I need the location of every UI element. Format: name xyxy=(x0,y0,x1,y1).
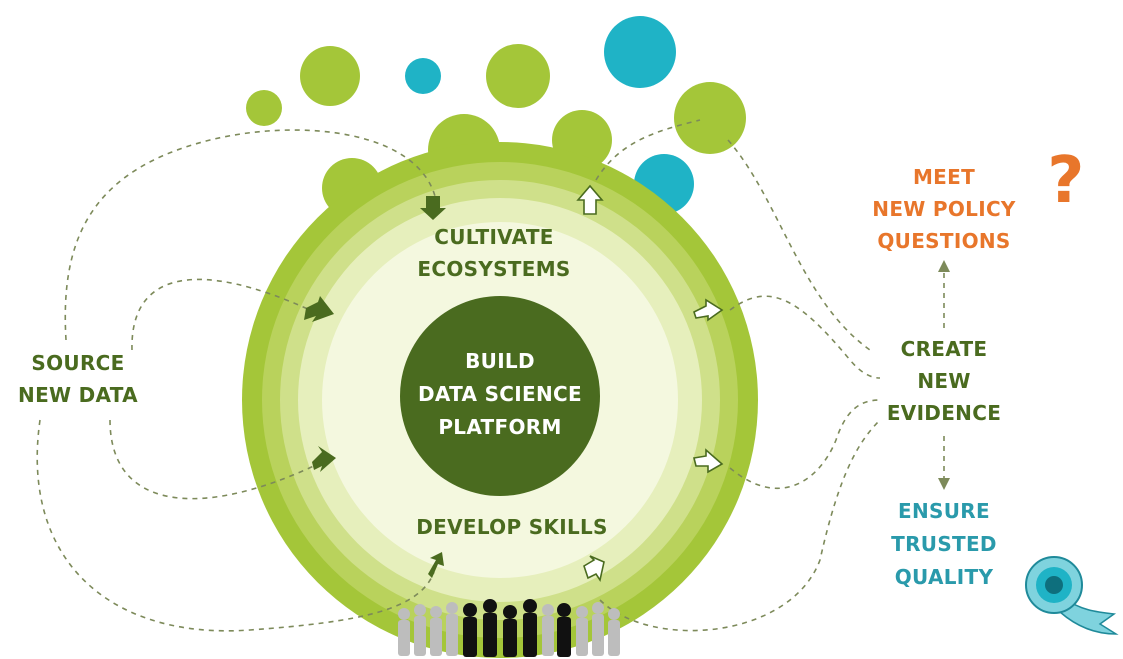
path-source-to-ring-lower xyxy=(109,419,319,500)
bubble xyxy=(405,58,441,94)
bubble xyxy=(246,90,282,126)
path-skills-to-evidence xyxy=(599,419,881,632)
bubble xyxy=(486,44,550,108)
cultivate-label-line1: CULTIVATE xyxy=(434,225,554,249)
arrow-right-icon xyxy=(304,296,334,322)
center-label-line2: DATA SCIENCE xyxy=(418,382,582,406)
arrow-up-outline-icon xyxy=(576,184,604,215)
policy-label-line2: NEW POLICY xyxy=(872,197,1016,221)
path-source-to-skills xyxy=(36,419,435,632)
bubble xyxy=(604,16,676,88)
arrow-right-outline-icon xyxy=(693,448,724,474)
path-ring-to-evidence-2 xyxy=(729,399,881,489)
rosette-badge-icon xyxy=(1025,556,1119,635)
path-source-to-ecosystems xyxy=(64,129,437,341)
bubble xyxy=(674,82,746,154)
arrows xyxy=(304,184,950,583)
arrow-down-small-icon xyxy=(938,478,950,490)
evidence-label-line3: EVIDENCE xyxy=(887,401,1001,425)
path-ring-to-evidence-1 xyxy=(729,295,881,379)
policy-label-line1: MEET xyxy=(913,165,975,189)
quality-label-line2: TRUSTED xyxy=(891,532,997,556)
dashed-connectors xyxy=(36,119,945,632)
concentric-rings xyxy=(242,142,758,658)
path-up-to-bubble xyxy=(595,119,701,181)
quality-label-line3: QUALITY xyxy=(895,565,994,589)
arrow-down-icon xyxy=(420,196,446,220)
center-label-line3: PLATFORM xyxy=(438,415,561,439)
arrow-up-small-icon xyxy=(938,260,950,272)
source-label-line1: SOURCE xyxy=(31,351,124,375)
bubble xyxy=(300,46,360,106)
cultivate-label-line2: ECOSYSTEMS xyxy=(417,257,570,281)
people-crowd-icon xyxy=(398,599,620,657)
arrow-right-icon xyxy=(312,446,336,472)
evidence-label-line2: NEW xyxy=(917,369,970,393)
develop-skills-label: DEVELOP SKILLS xyxy=(416,515,608,539)
path-source-to-ring-upper xyxy=(131,278,311,351)
arrow-right-outline-icon xyxy=(693,298,724,322)
question-mark-icon: ? xyxy=(1047,144,1084,218)
source-label-line2: NEW DATA xyxy=(18,383,138,407)
path-bubble-to-evidence xyxy=(727,139,871,351)
arrow-up-icon xyxy=(428,552,444,578)
labels: BUILD DATA SCIENCE PLATFORM CULTIVATE EC… xyxy=(18,144,1084,589)
arrow-down-outline-icon xyxy=(583,555,605,583)
evidence-label-line1: CREATE xyxy=(901,337,988,361)
center-label-line1: BUILD xyxy=(465,349,535,373)
quality-label-line1: ENSURE xyxy=(898,499,990,523)
policy-label-line3: QUESTIONS xyxy=(877,229,1010,253)
center-circle xyxy=(400,296,600,496)
